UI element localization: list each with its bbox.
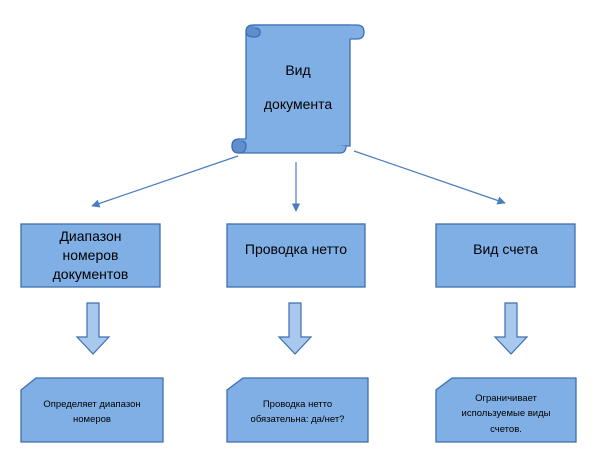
category-box-range[interactable] <box>20 223 161 288</box>
category-box-netto[interactable] <box>226 223 366 288</box>
scroll-node-document-type[interactable] <box>231 24 365 154</box>
scroll-top-roll <box>254 24 365 40</box>
description-card-netto[interactable] <box>226 377 369 443</box>
description-card-range[interactable] <box>20 377 164 443</box>
scroll-bottom-curl <box>231 138 247 154</box>
connector-to-account <box>353 150 506 205</box>
description-card-account[interactable] <box>435 377 577 443</box>
scroll-top-curl <box>245 24 261 38</box>
connector-to-range <box>91 155 239 208</box>
category-box-account[interactable] <box>435 223 576 288</box>
block-arrow-range <box>75 302 111 355</box>
block-arrow-netto <box>277 302 313 355</box>
block-arrow-account <box>493 302 529 355</box>
scroll-body <box>245 24 351 147</box>
